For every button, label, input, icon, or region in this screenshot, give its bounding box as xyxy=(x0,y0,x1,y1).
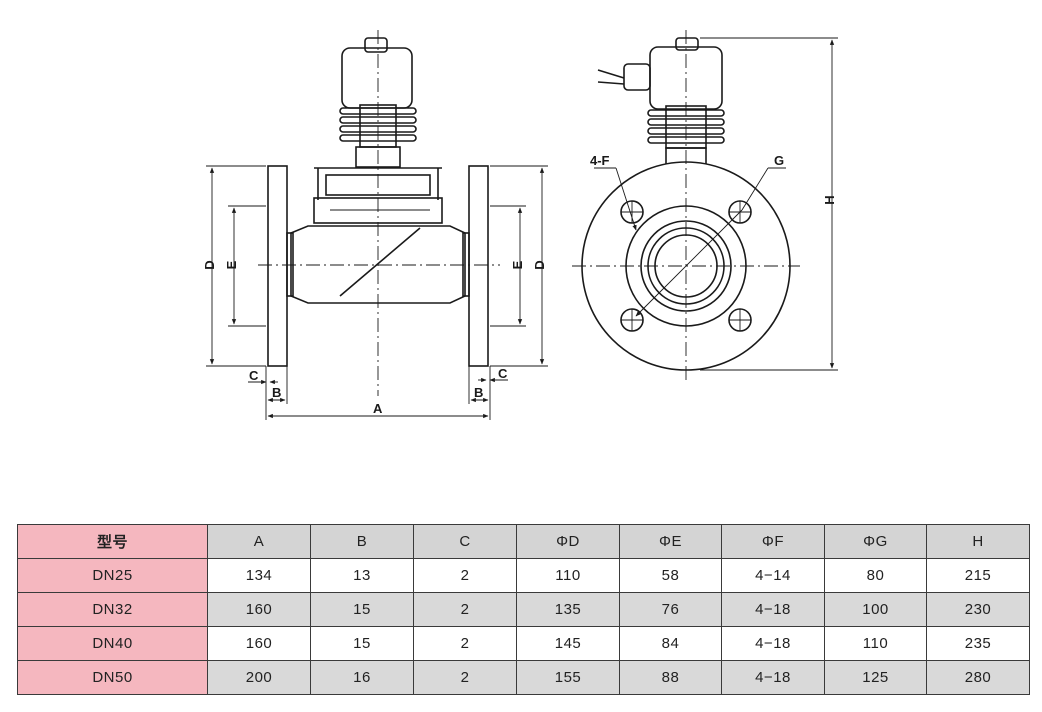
dim-label-a: A xyxy=(373,401,383,416)
table-cell: 200 xyxy=(207,660,311,695)
table-header-cell: ΦG xyxy=(824,524,927,559)
dim-label-g: G xyxy=(774,153,784,168)
table-model-cell: DN32 xyxy=(17,592,208,627)
table-cell: 80 xyxy=(824,558,927,593)
table-cell: 155 xyxy=(516,660,620,695)
table-header-cell: ΦD xyxy=(516,524,620,559)
table-cell: 4−18 xyxy=(721,626,825,661)
table-cell: 2 xyxy=(413,558,517,593)
table-cell: 15 xyxy=(310,592,414,627)
table-cell: 134 xyxy=(207,558,311,593)
table-cell: 4−14 xyxy=(721,558,825,593)
table-header-cell: H xyxy=(926,524,1030,559)
table-header-cell: 型号 xyxy=(17,524,208,559)
table-cell: 135 xyxy=(516,592,620,627)
table-header-cell: ΦE xyxy=(619,524,722,559)
dim-label-d-right: D xyxy=(532,260,547,269)
table-cell: 4−18 xyxy=(721,592,825,627)
table-cell: 84 xyxy=(619,626,722,661)
dim-label-e-left: E xyxy=(224,260,239,269)
table-cell: 160 xyxy=(207,626,311,661)
table-cell: 76 xyxy=(619,592,722,627)
table-cell: 4−18 xyxy=(721,660,825,695)
table-cell: 15 xyxy=(310,626,414,661)
table-model-cell: DN25 xyxy=(17,558,208,593)
dim-label-b-right: B xyxy=(474,385,483,400)
table-cell: 100 xyxy=(824,592,927,627)
dim-label-h: H xyxy=(822,195,837,204)
table-cell: 2 xyxy=(413,660,517,695)
dim-label-e-right: E xyxy=(510,260,525,269)
table-cell: 215 xyxy=(926,558,1030,593)
table-cell: 88 xyxy=(619,660,722,695)
table-header-cell: A xyxy=(207,524,311,559)
front-view: D E D E C B C B A xyxy=(202,30,548,420)
table-cell: 235 xyxy=(926,626,1030,661)
dim-label-c-left: C xyxy=(249,368,259,383)
table-cell: 2 xyxy=(413,626,517,661)
side-view: G 4-F H xyxy=(572,30,838,380)
table-cell: 58 xyxy=(619,558,722,593)
valve-technical-drawing: D E D E C B C B A xyxy=(202,30,838,420)
table-cell: 110 xyxy=(516,558,620,593)
table-header-cell: ΦF xyxy=(721,524,825,559)
table-model-cell: DN40 xyxy=(17,626,208,661)
table-header-cell: C xyxy=(413,524,517,559)
table-cell: 160 xyxy=(207,592,311,627)
dim-label-4f: 4-F xyxy=(590,153,610,168)
table-cell: 16 xyxy=(310,660,414,695)
dim-label-d-left: D xyxy=(202,260,217,269)
table-cell: 230 xyxy=(926,592,1030,627)
table-cell: 145 xyxy=(516,626,620,661)
dim-label-c-right: C xyxy=(498,366,508,381)
table-cell: 110 xyxy=(824,626,927,661)
table-cell: 280 xyxy=(926,660,1030,695)
dim-label-b-left: B xyxy=(272,385,281,400)
table-cell: 13 xyxy=(310,558,414,593)
table-cell: 125 xyxy=(824,660,927,695)
table-cell: 2 xyxy=(413,592,517,627)
table-model-cell: DN50 xyxy=(17,660,208,695)
table-header-cell: B xyxy=(310,524,414,559)
